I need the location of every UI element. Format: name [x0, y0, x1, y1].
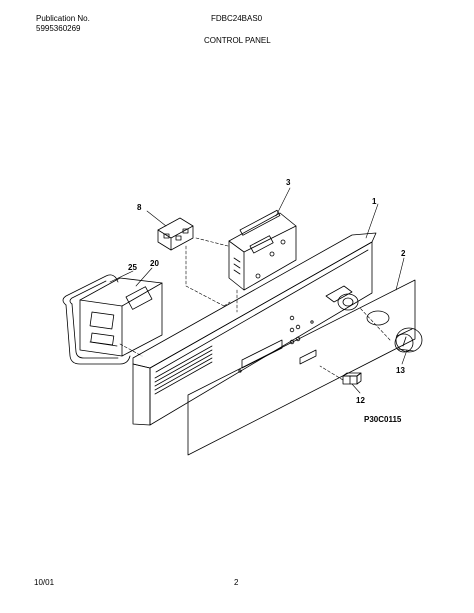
control-module-part [228, 209, 297, 291]
callout-3: 3 [286, 178, 291, 187]
callout-12: 12 [356, 396, 365, 405]
callout-13: 13 [396, 366, 405, 375]
model-number: FDBC24BAS0 [211, 14, 263, 23]
switch-bracket-part [157, 217, 194, 251]
callout-1: 1 [372, 197, 377, 206]
vent-cover-part [79, 277, 163, 357]
console-body-part [132, 232, 377, 426]
publication-number: 5995360269 [36, 24, 81, 33]
publication-label: Publication No. [36, 14, 90, 23]
footer-date: 10/01 [34, 578, 55, 587]
control-knob-part [394, 327, 423, 353]
section-title: CONTROL PANEL [204, 36, 271, 45]
callout-25: 25 [128, 263, 137, 272]
button-clip-part [342, 372, 362, 385]
callout-8: 8 [137, 203, 142, 212]
vent-gasket-part [62, 274, 131, 365]
callout-2: 2 [401, 249, 406, 258]
overlay-panel-part [187, 279, 416, 456]
figure-code: P30C0115 [364, 415, 402, 424]
page-number: 2 [234, 578, 239, 587]
callout-20: 20 [150, 259, 159, 268]
